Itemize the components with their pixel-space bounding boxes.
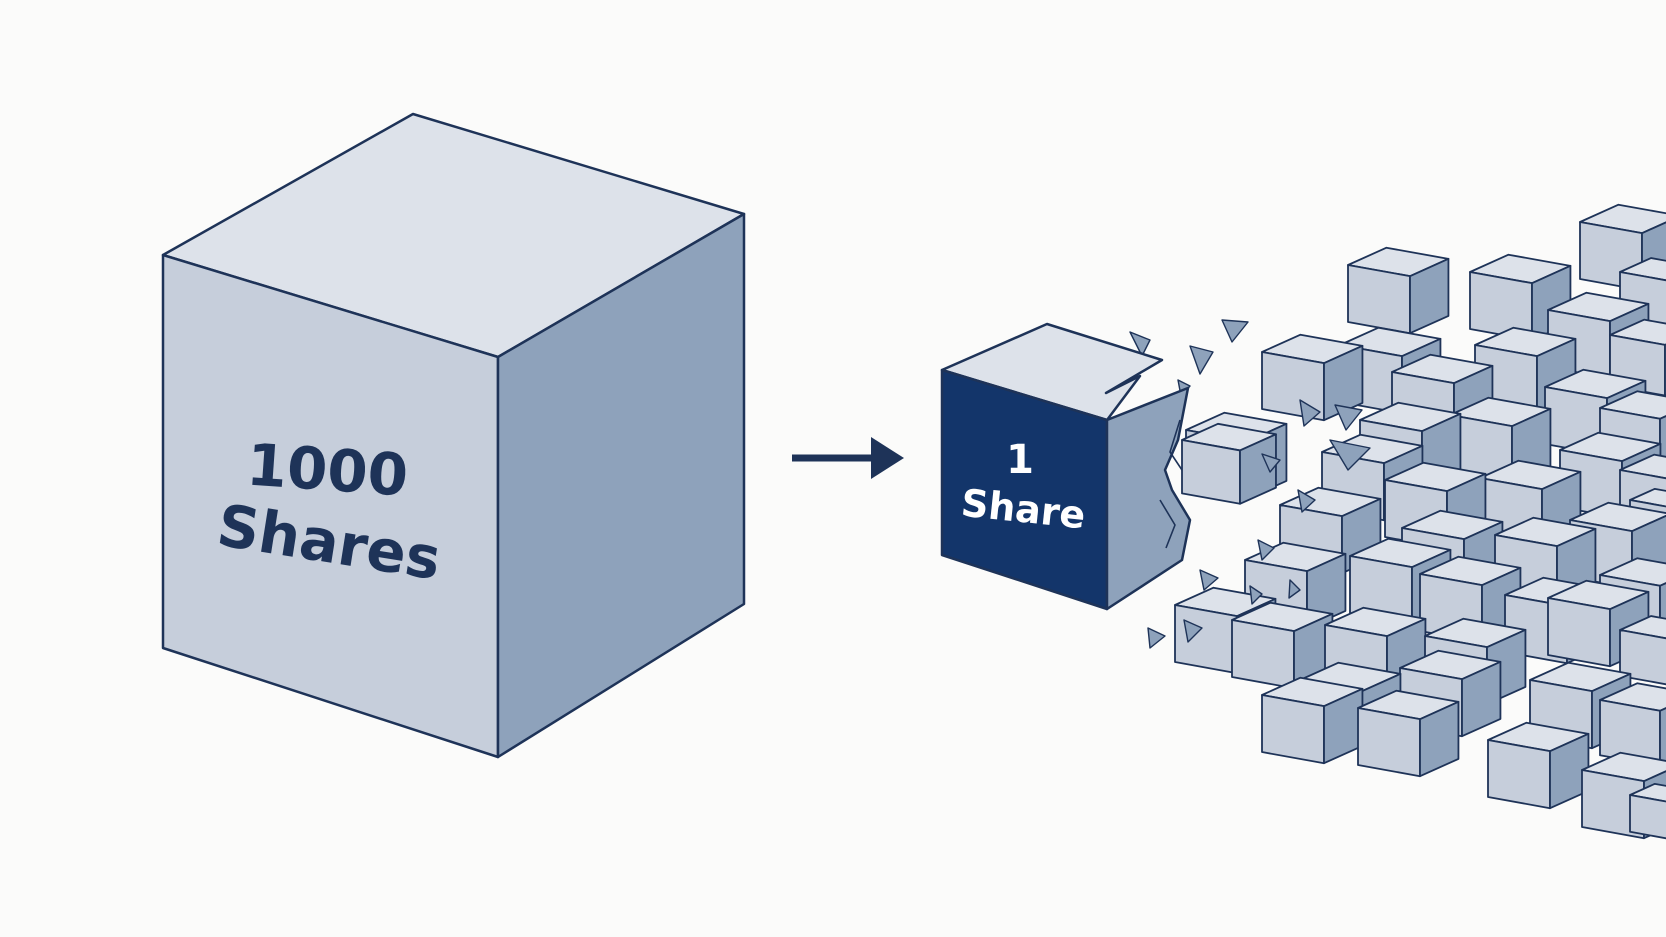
small-cube-side	[1323, 344, 1364, 422]
shard	[1299, 399, 1321, 427]
single-share-cube	[940, 322, 1192, 611]
shard	[1334, 404, 1363, 431]
shard	[1288, 579, 1301, 599]
shard	[1147, 627, 1166, 649]
small-cube	[1419, 555, 1522, 644]
small-cube	[1347, 246, 1450, 335]
shard	[1329, 439, 1371, 471]
small-cube-front	[1181, 439, 1241, 505]
small-cube-front	[1261, 694, 1325, 765]
small-cube	[1261, 333, 1364, 422]
small-cube-side	[1461, 660, 1502, 738]
small-cube-front	[1619, 629, 1666, 686]
shard	[1199, 569, 1219, 591]
small-cube-front	[1231, 619, 1295, 690]
shard	[1297, 489, 1316, 513]
small-cube	[1619, 615, 1666, 686]
small-cube-side	[1419, 700, 1460, 778]
large-cube-count: 1000	[245, 431, 411, 510]
shard	[1189, 345, 1214, 375]
shard	[1261, 453, 1281, 473]
small-cube-side	[1239, 433, 1277, 505]
large-cube-side-face	[496, 212, 746, 759]
cube-shards	[1129, 319, 1371, 649]
small-cube	[1487, 721, 1590, 810]
shard	[1129, 331, 1151, 357]
small-cube-side	[1409, 257, 1450, 335]
right-arrow-icon	[792, 437, 904, 479]
small-cube-front	[1547, 597, 1611, 668]
shard	[1249, 585, 1263, 605]
small-cube	[1181, 422, 1277, 505]
small-cube	[1599, 682, 1666, 767]
shard	[1221, 319, 1249, 343]
large-cube	[161, 112, 746, 759]
shard	[1183, 619, 1203, 643]
small-cube-front	[1357, 707, 1421, 778]
small-cube-front	[1174, 604, 1238, 675]
small-cube-front	[1347, 264, 1411, 335]
small-cube	[1629, 782, 1666, 840]
small-cube-front	[1487, 739, 1551, 810]
small-cubes-cloud	[1174, 203, 1666, 840]
single-cube-side-face	[1105, 386, 1192, 611]
small-cube-front	[1629, 794, 1666, 840]
small-cube	[1357, 689, 1460, 778]
small-cube	[1359, 401, 1462, 490]
shard	[1257, 539, 1275, 561]
small-cube	[1261, 676, 1364, 765]
single-cube-count: 1	[1006, 437, 1034, 483]
small-cube-side	[1659, 707, 1666, 767]
